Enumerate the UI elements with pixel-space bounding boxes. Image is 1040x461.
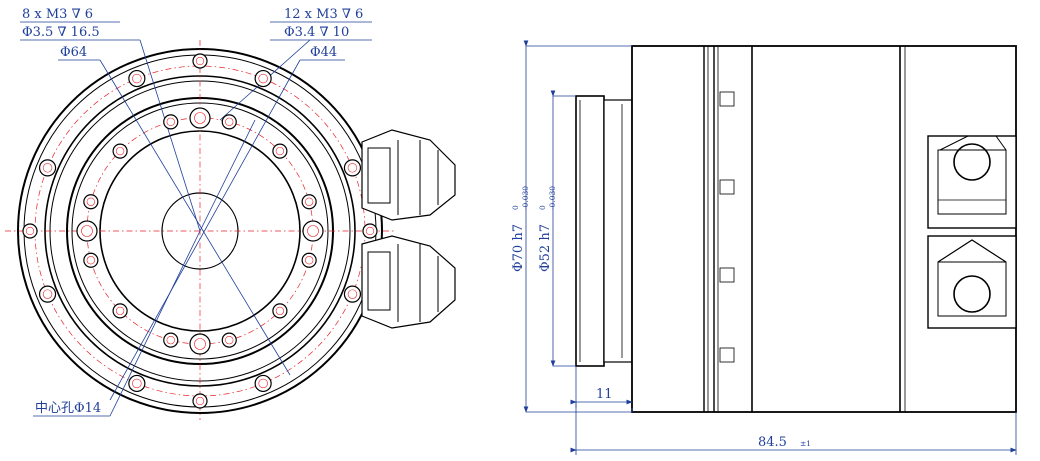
inner-mount-hole bbox=[301, 194, 317, 210]
inner-mount-hole bbox=[163, 332, 179, 348]
inner-mount-hole bbox=[112, 143, 128, 159]
flange-screw bbox=[362, 223, 378, 239]
inner-mount-hole-thread bbox=[275, 146, 285, 156]
flange-screw-thread bbox=[195, 396, 205, 406]
outer-mount-hole bbox=[254, 69, 272, 88]
shaft-length-label: 11 bbox=[596, 387, 613, 402]
inner-mount-hole-thread bbox=[304, 256, 314, 265]
inner-mount-hole bbox=[83, 194, 99, 210]
pcd-inner-label: Φ44 bbox=[310, 45, 337, 60]
inner-mount-hole bbox=[163, 114, 179, 130]
pin-hole-thread bbox=[307, 225, 319, 237]
pin-hole-thread bbox=[81, 225, 93, 237]
flange-screw bbox=[22, 223, 38, 239]
inner-mount-hole bbox=[272, 143, 288, 159]
outer-mount-hole-thread bbox=[42, 289, 53, 299]
inner-mount-hole-thread bbox=[304, 197, 314, 206]
inner-mount-hole-thread bbox=[166, 117, 175, 127]
pin-hole bbox=[76, 220, 98, 242]
inner-mount-hole-thread bbox=[86, 256, 96, 265]
dia-outer-tol-lower: -0.030 bbox=[521, 186, 530, 210]
inner-mount-hole bbox=[83, 252, 99, 268]
outer-mount-hole bbox=[38, 285, 57, 303]
inner-mount-hole-thread bbox=[275, 306, 285, 316]
outer-holes-label-line2: Φ3.5 ∇ 16.5 bbox=[22, 25, 100, 40]
pcd-outer-label: Φ64 bbox=[60, 45, 87, 60]
dia-inner-tol-upper: 0 bbox=[538, 205, 547, 210]
outer-mount-hole-thread bbox=[132, 378, 142, 389]
flange-screw-thread bbox=[365, 226, 375, 236]
center-hole-label: 中心孔Φ14 bbox=[35, 401, 101, 416]
outer-holes-label-line1: 8 x M3 ∇ 6 bbox=[22, 7, 93, 22]
pin-hole-thread bbox=[194, 338, 206, 350]
flange-screw-thread bbox=[195, 56, 205, 66]
dia-outer-tol-upper: 0 bbox=[511, 205, 520, 210]
flange-screw bbox=[192, 393, 208, 409]
inner-mount-hole-thread bbox=[225, 117, 234, 127]
inner-mount-hole-thread bbox=[86, 197, 96, 206]
inner-mount-hole-thread bbox=[115, 146, 125, 156]
front-view: 8 x M3 ∇ 6 Φ3.5 ∇ 16.5 12 x M3 ∇ 6 Φ3.4 … bbox=[5, 7, 456, 420]
inner-mount-hole-thread bbox=[166, 335, 175, 345]
outer-mount-hole bbox=[254, 374, 272, 393]
total-length-tol: ±1 bbox=[800, 439, 811, 448]
inner-mount-hole-thread bbox=[225, 335, 234, 345]
flange-screw bbox=[192, 53, 208, 69]
inner-mount-hole-thread bbox=[115, 306, 125, 316]
inner-mount-hole bbox=[221, 332, 237, 348]
cable-gland-lower bbox=[361, 235, 456, 329]
pin-hole bbox=[189, 107, 211, 129]
pin-hole-thread bbox=[194, 112, 206, 124]
dia-inner-tol-lower: -0.030 bbox=[548, 186, 557, 210]
side-view: Φ70 h7 0 -0.030 Φ52 h7 0 -0.030 11 84.5 … bbox=[511, 40, 1017, 455]
inner-mount-hole bbox=[272, 303, 288, 319]
side-port-upper bbox=[927, 135, 1017, 229]
outer-mount-hole-thread bbox=[258, 378, 268, 389]
outer-mount-hole-thread bbox=[258, 73, 268, 84]
outer-mount-hole-thread bbox=[132, 73, 142, 84]
outer-mount-hole-thread bbox=[42, 163, 53, 173]
inner-mount-hole bbox=[221, 114, 237, 130]
inner-holes-label-line2: Φ3.4 ∇ 10 bbox=[284, 25, 349, 40]
cable-gland-upper bbox=[361, 129, 456, 221]
inner-holes-label-line1: 12 x M3 ∇ 6 bbox=[284, 7, 363, 22]
outer-mount-hole-thread bbox=[347, 163, 358, 173]
side-port-lower bbox=[927, 235, 1017, 329]
pin-hole bbox=[302, 220, 324, 242]
pin-hole bbox=[189, 333, 211, 355]
outer-mount-hole bbox=[128, 69, 146, 88]
outer-mount-hole bbox=[343, 159, 362, 177]
flange-screw-thread bbox=[25, 226, 35, 236]
dia-inner-label: Φ52 h7 bbox=[538, 224, 553, 272]
outer-mount-hole bbox=[343, 285, 362, 303]
outer-mount-hole bbox=[38, 159, 57, 177]
inner-mount-hole bbox=[112, 303, 128, 319]
outer-mount-hole-thread bbox=[347, 289, 358, 299]
inner-mount-hole bbox=[301, 252, 317, 268]
dia-outer-label: Φ70 h7 bbox=[511, 224, 526, 272]
outer-mount-hole bbox=[128, 374, 146, 393]
total-length-label: 84.5 bbox=[758, 435, 787, 450]
